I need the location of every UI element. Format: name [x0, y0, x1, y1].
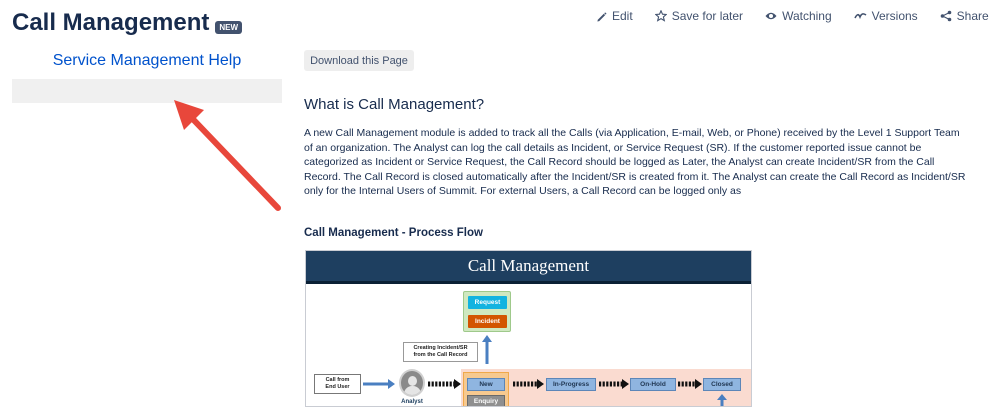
- state-enquiry: Enquiry: [467, 395, 505, 406]
- analyst-label: Analyst: [401, 399, 423, 405]
- sidebar-search-area[interactable]: [12, 79, 282, 103]
- versions-button[interactable]: Versions: [853, 9, 918, 23]
- note-line-2: from the Call Record: [413, 352, 468, 358]
- state-new: New: [467, 378, 505, 391]
- process-flow-heading: Call Management - Process Flow: [304, 227, 483, 239]
- edit-button[interactable]: Edit: [596, 9, 633, 23]
- diagram-connectors: [363, 335, 727, 406]
- section-heading: What is Call Management?: [304, 96, 485, 113]
- incident-box: Incident: [468, 315, 507, 328]
- dashed-arrow-onhold-closed: [678, 379, 702, 389]
- state-closed: Closed: [703, 378, 741, 391]
- versions-label: Versions: [871, 9, 918, 23]
- request-box: Request: [468, 296, 507, 309]
- state-in-progress: In-Progress: [546, 378, 596, 391]
- caller-arrow-head: [388, 379, 395, 389]
- sidebar-title-link[interactable]: Service Management Help: [52, 52, 242, 69]
- analyst-avatar-icon: [399, 369, 425, 397]
- share-icon: [940, 10, 952, 22]
- note-line-1: Creating Incident/SR: [413, 345, 468, 351]
- annotation-arrow-icon: [174, 100, 281, 211]
- save-for-later-button[interactable]: Save for later: [654, 9, 744, 23]
- eye-icon: [765, 11, 777, 21]
- diagram-title: Call Management: [306, 251, 751, 284]
- closed-up-arrow-head: [717, 394, 727, 400]
- up-arrow-head: [482, 335, 492, 342]
- pencil-icon: [596, 11, 607, 22]
- edit-label: Edit: [612, 9, 633, 23]
- dashed-arrow-inprogress-onhold: [599, 379, 629, 389]
- share-button[interactable]: Share: [940, 9, 989, 23]
- save-for-later-label: Save for later: [671, 9, 744, 23]
- page-title-area: Call Management NEW: [12, 8, 243, 38]
- caller-line-1: Call from: [325, 377, 350, 383]
- download-page-button[interactable]: Download this Page: [304, 50, 414, 71]
- flow-area-background: [461, 369, 751, 406]
- watching-label: Watching: [782, 9, 832, 23]
- creating-incident-note: Creating Incident/SR from the Call Recor…: [403, 342, 478, 362]
- request-incident-stack: Request Incident: [463, 291, 511, 332]
- star-icon: [654, 10, 667, 22]
- process-flow-diagram: Call Management Request Inci: [305, 250, 752, 407]
- description-paragraph: A new Call Management module is added to…: [304, 127, 966, 197]
- page-toolbar: Edit Save for later Watching Versions Sh…: [596, 7, 989, 25]
- state-on-hold: On-Hold: [630, 378, 676, 391]
- share-label: Share: [956, 9, 989, 23]
- caller-line-2: End User: [325, 384, 350, 390]
- versions-icon: [853, 11, 867, 21]
- dashed-arrow-analyst-new: [428, 379, 461, 389]
- new-badge: NEW: [215, 20, 243, 34]
- call-from-end-user-box: Call from End User: [314, 374, 361, 394]
- watching-button[interactable]: Watching: [765, 9, 832, 23]
- dashed-arrow-new-inprogress: [513, 379, 544, 389]
- page-title: Call Management: [12, 9, 210, 36]
